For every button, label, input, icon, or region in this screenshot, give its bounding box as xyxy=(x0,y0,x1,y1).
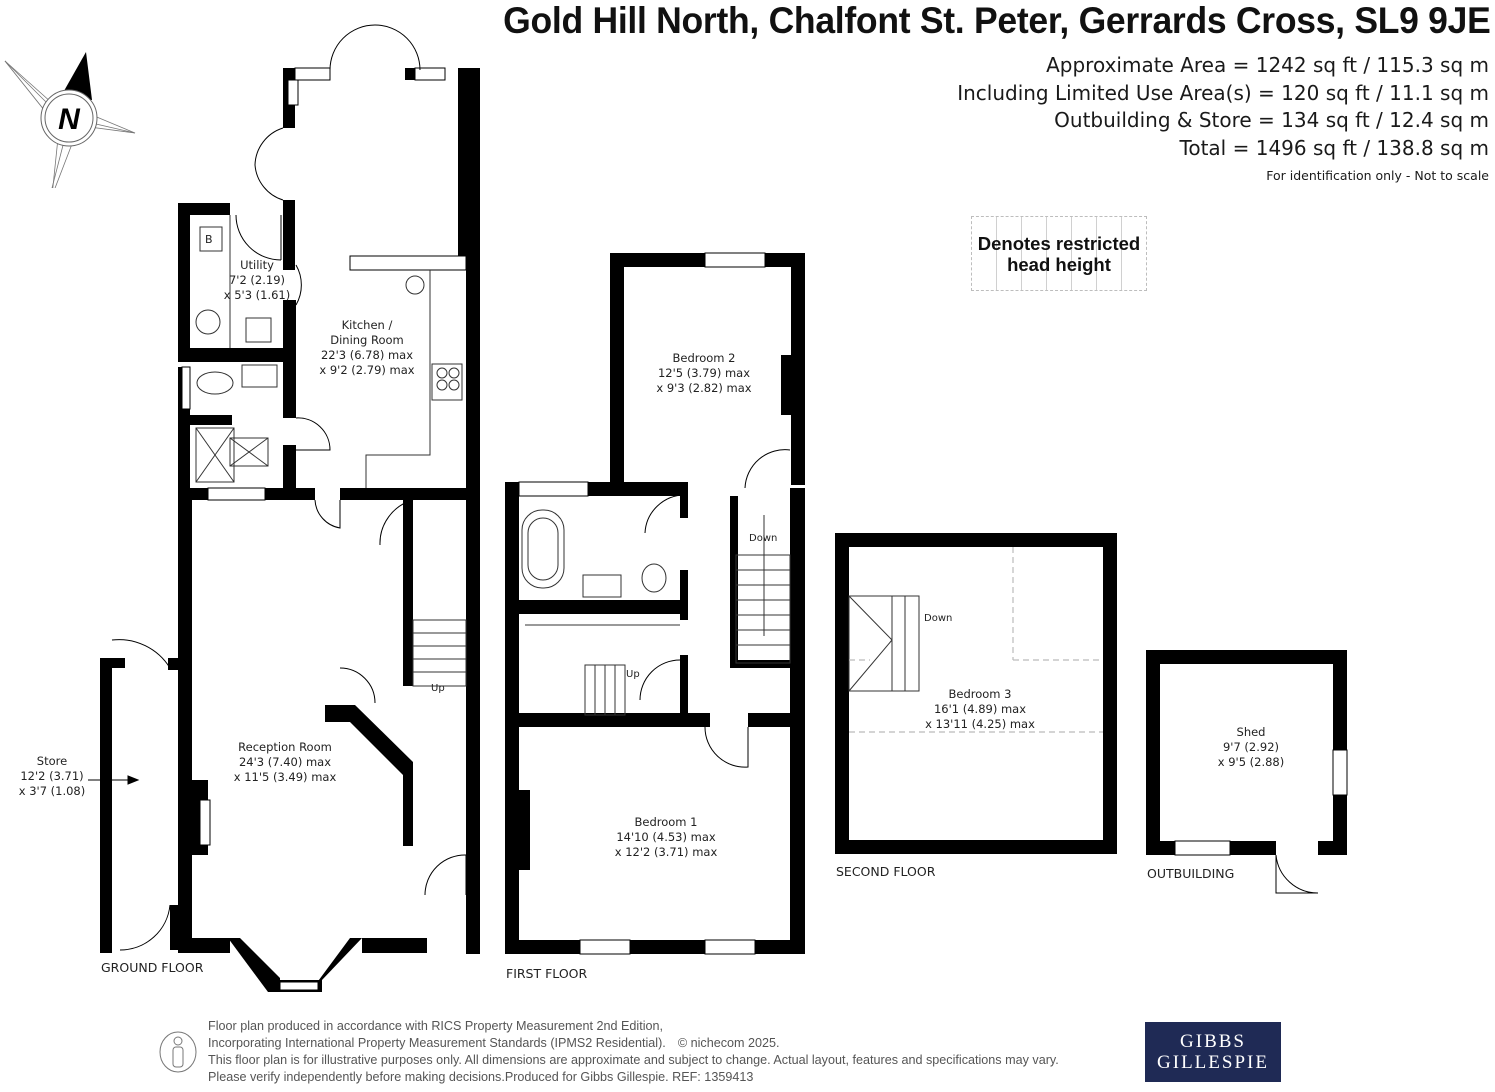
room-dim: 12'2 (3.71) xyxy=(20,769,84,783)
room-name: Bedroom 1 xyxy=(634,815,698,829)
room-dim: 16'1 (4.89) max xyxy=(933,702,1027,716)
stairs-down-second: Down xyxy=(924,613,953,624)
room-dim: 22'3 (6.78) max xyxy=(320,348,414,362)
room-dim: x 9'2 (2.79) max xyxy=(319,363,415,377)
room-dim: 9'7 (2.92) xyxy=(1222,740,1280,754)
page-title: Gold Hill North, Chalfont St. Peter, Ger… xyxy=(503,0,1492,41)
footer-disclaimer: Floor plan produced in accordance with R… xyxy=(208,1018,1059,1086)
approximate-area: Approximate Area = 1242 sq ft / 115.3 sq… xyxy=(1046,53,1489,77)
room-kitchen-dining: Kitchen / Dining Room 22'3 (6.78) max x … xyxy=(319,318,414,378)
room-name: Bedroom 2 xyxy=(672,351,736,365)
floor-label-second: SECOND FLOOR xyxy=(836,864,936,879)
room-name: Bedroom 3 xyxy=(948,687,1012,701)
scale-note: For identification only - Not to scale xyxy=(1266,168,1489,183)
limited-use-area: Including Limited Use Area(s) = 120 sq f… xyxy=(957,80,1489,105)
footer-line-3: This floor plan is for illustrative purp… xyxy=(208,1053,1059,1067)
footer-copyright: © nichecom 2025. xyxy=(677,1036,780,1050)
logo-line-2: GILLESPIE xyxy=(1157,1052,1269,1073)
total-area: Total = 1496 sq ft / 138.8 sq m xyxy=(1179,135,1489,160)
footer-line-1: Floor plan produced in accordance with R… xyxy=(208,1019,664,1033)
gibbs-gillespie-logo: GIBBS GILLESPIE xyxy=(1145,1022,1281,1082)
stairs-up-ground: Up xyxy=(431,683,445,694)
footer-line-2: Incorporating International Property Mea… xyxy=(208,1036,666,1050)
logo-line-1: GIBBS xyxy=(1180,1031,1246,1052)
room-dim: 14'10 (4.53) max xyxy=(616,830,716,844)
room-reception: Reception Room 24'3 (7.40) max x 11'5 (3… xyxy=(234,740,337,785)
floor-label-outbuilding: OUTBUILDING xyxy=(1147,866,1235,881)
room-bedroom-2: Bedroom 2 12'5 (3.79) max x 9'3 (2.82) m… xyxy=(656,351,751,396)
room-store: Store 12'2 (3.71) x 3'7 (1.08) xyxy=(19,754,86,799)
room-bedroom-1: Bedroom 1 14'10 (4.53) max x 12'2 (3.71)… xyxy=(615,815,718,860)
room-dim: x 13'11 (4.25) max xyxy=(925,717,1035,731)
compass-letter: N xyxy=(58,103,81,136)
boiler-label: B xyxy=(205,233,213,246)
footer-line-4: Please verify independently before makin… xyxy=(208,1070,754,1084)
room-dim: 12'5 (3.79) max xyxy=(657,366,751,380)
stairs-up-first: Up xyxy=(626,669,640,680)
room-dim: x 3'7 (1.08) xyxy=(18,784,86,798)
room-dim: x 12'2 (3.71) max xyxy=(614,845,718,859)
room-dim: x 9'5 (2.88) xyxy=(1217,755,1285,769)
room-utility: Utility 7'2 (2.19) x 5'3 (1.61) xyxy=(224,258,291,303)
stairs-down-first: Down xyxy=(749,533,778,544)
room-name: Kitchen / xyxy=(341,318,393,332)
person-icon xyxy=(159,1031,197,1073)
room-dim: x 11'5 (3.49) max xyxy=(233,770,337,784)
room-dim: 7'2 (2.19) xyxy=(228,273,286,287)
floor-label-first: FIRST FLOOR xyxy=(506,966,588,981)
room-name: Reception Room xyxy=(238,740,332,754)
room-name: Store xyxy=(36,754,68,768)
room-dim: 24'3 (7.40) max xyxy=(238,755,332,769)
north-arrow-icon: N xyxy=(4,52,136,188)
legend-line-2: head height xyxy=(1007,253,1111,275)
outbuilding-store-area: Outbuilding & Store = 134 sq ft / 12.4 s… xyxy=(1054,108,1489,132)
room-dim: x 9'3 (2.82) max xyxy=(656,381,752,395)
restricted-head-height-legend: Denotes restricted head height xyxy=(971,216,1147,291)
room-bedroom-3: Bedroom 3 16'1 (4.89) max x 13'11 (4.25)… xyxy=(925,687,1035,732)
room-shed: Shed 9'7 (2.92) x 9'5 (2.88) xyxy=(1218,725,1285,770)
room-name: Dining Room xyxy=(330,333,404,347)
room-name: Utility xyxy=(240,258,274,272)
room-name: Shed xyxy=(1236,725,1266,739)
room-dim: x 5'3 (1.61) xyxy=(223,288,291,302)
legend-line-1: Denotes restricted xyxy=(977,232,1141,254)
area-summary: Approximate Area = 1242 sq ft / 115.3 sq… xyxy=(957,52,1489,186)
floor-label-ground: GROUND FLOOR xyxy=(101,960,204,975)
